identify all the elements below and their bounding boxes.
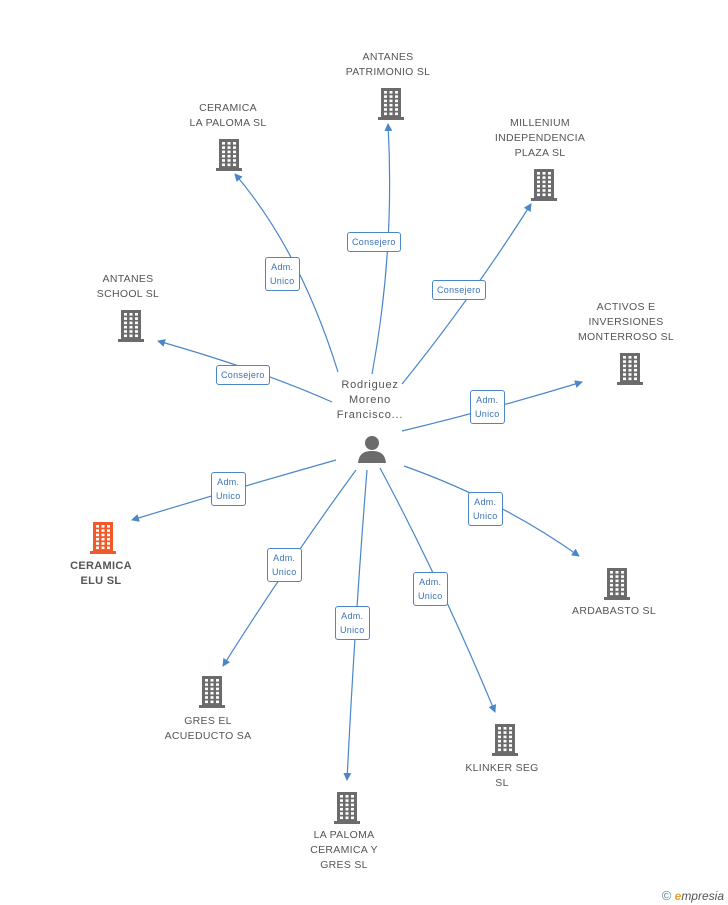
building-icon[interactable] [87, 520, 119, 554]
company-label-antanes-patrimonio[interactable]: ANTANES PATRIMONIO SL [345, 51, 431, 78]
role-badge-gres-acueducto: Adm. Unico [267, 548, 302, 582]
footer-brand: © empresia [662, 888, 724, 903]
company-label-paloma-gres[interactable]: LA PALOMA CERAMICA Y GRES SL [310, 829, 378, 871]
role-badge-millenium: Consejero [432, 280, 486, 300]
role-badge-klinker: Adm. Unico [413, 572, 448, 606]
role-badge-ceramica-elu: Adm. Unico [211, 472, 246, 506]
company-label-activos[interactable]: ACTIVOS E INVERSIONES MONTERROSO SL [577, 301, 675, 343]
role-badge-ceramica-la-paloma: Adm. Unico [265, 257, 300, 291]
building-icon[interactable] [601, 566, 633, 600]
company-label-klinker[interactable]: KLINKER SEG SL [465, 762, 539, 789]
building-icon[interactable] [213, 137, 245, 171]
company-label-ardabasto[interactable]: ARDABASTO SL [572, 605, 656, 617]
building-icon[interactable] [528, 167, 560, 201]
company-label-ceramica-elu[interactable]: CERAMICA ELU SL [70, 560, 132, 587]
role-badge-antanes-patrimonio: Consejero [347, 232, 401, 252]
building-icon[interactable] [375, 86, 407, 120]
company-label-gres-acueducto[interactable]: GRES EL ACUEDUCTO SA [164, 715, 252, 742]
role-badge-antanes-school: Consejero [216, 365, 270, 385]
brand-logo: empresia [674, 889, 724, 903]
building-icon[interactable] [196, 674, 228, 708]
building-icon[interactable] [115, 308, 147, 342]
company-label-millenium[interactable]: MILLENIUM INDEPENDENCIA PLAZA SL [494, 117, 586, 159]
role-badge-ardabasto: Adm. Unico [468, 492, 503, 526]
role-badge-activos: Adm. Unico [470, 390, 505, 424]
building-icon[interactable] [489, 722, 521, 756]
role-badge-paloma-gres: Adm. Unico [335, 606, 370, 640]
company-label-ceramica-la-paloma[interactable]: CERAMICA LA PALOMA SL [189, 102, 267, 129]
person-name[interactable]: Rodriguez Moreno Francisco... [336, 379, 404, 421]
building-icon[interactable] [331, 790, 363, 824]
company-label-antanes-school[interactable]: ANTANES SCHOOL SL [96, 273, 160, 300]
person-icon[interactable] [356, 434, 388, 464]
copyright-icon: © [661, 888, 672, 903]
building-icon[interactable] [614, 351, 646, 385]
